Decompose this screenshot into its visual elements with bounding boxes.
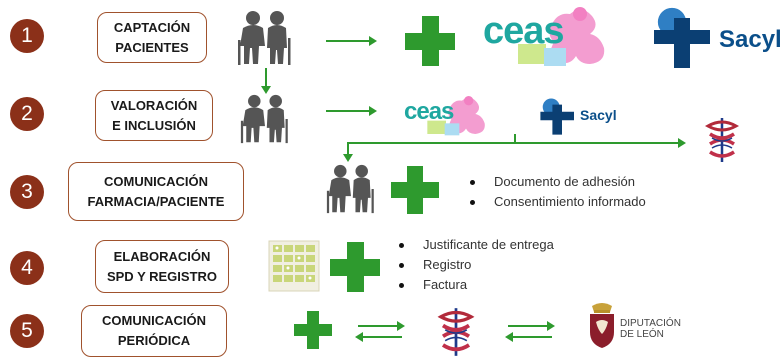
sacyl-logo <box>654 7 710 68</box>
step-label-elaboracion: ELABORACIÓN SPD Y REGISTRO <box>95 240 229 293</box>
arrow-right <box>326 36 377 46</box>
pharmacy-cross-icon <box>294 311 332 349</box>
step-label-valoracion: VALORACIÓN E INCLUSIÓN <box>95 90 213 141</box>
arrow-left <box>505 332 552 342</box>
step4-list: Justificante de entrega Registro Factura <box>397 235 554 295</box>
arrow-to-pharmacist <box>347 138 686 148</box>
ceas-logo <box>518 7 605 66</box>
list-item: Justificante de entrega <box>397 235 554 255</box>
step-label-comunicacion-farmacia: COMUNICACIÓN FARMACIA/PACIENTE <box>68 162 244 221</box>
step-number-1: 1 <box>10 19 44 53</box>
step-number-3: 3 <box>10 175 44 209</box>
step3-list: Documento de adhesión Consentimiento inf… <box>468 172 646 212</box>
ceas-logo <box>427 96 485 136</box>
step-number-2: 2 <box>10 97 44 131</box>
pharmacy-cross-icon <box>405 16 455 66</box>
sacyl-wordmark: Sacyl <box>580 107 617 123</box>
step-label-captacion: CAPTACIÓN PACIENTES <box>97 12 207 63</box>
elderly-couple-icon <box>238 11 291 65</box>
arrow-left <box>355 332 402 342</box>
pharmacy-cross-icon <box>391 166 439 214</box>
list-item: Consentimiento informado <box>468 192 646 212</box>
list-item: Documento de adhesión <box>468 172 646 192</box>
diputacion-leon-wordmark: DIPUTACIÓN DE LEÓN <box>620 318 681 340</box>
sacyl-logo <box>540 98 574 135</box>
arrow-right <box>508 321 555 331</box>
sacyl-wordmark: Sacyl <box>719 26 782 53</box>
diputacion-leon-logo <box>590 303 614 348</box>
list-item: Registro <box>397 255 554 275</box>
ceas-wordmark: ceas <box>404 98 454 125</box>
spd-blister-icon <box>268 240 320 292</box>
pharmacy-cross-icon <box>330 242 380 292</box>
step-label-comunicacion-periodica: COMUNICACIÓN PERIÓDICA <box>81 305 227 357</box>
arrow-right <box>358 321 405 331</box>
elderly-couple-icon <box>326 164 374 214</box>
arrow-down-line <box>347 142 349 156</box>
pharmacist-symbol-icon <box>704 118 740 162</box>
step-number-5: 5 <box>10 314 44 348</box>
arrow-down-head <box>343 154 353 162</box>
elderly-couple-icon <box>240 94 288 144</box>
arrow-down-head <box>261 86 271 94</box>
connector-line <box>514 134 516 142</box>
ceas-wordmark: ceas <box>483 10 565 52</box>
pharmacist-symbol-icon <box>437 308 475 356</box>
arrow-right <box>326 106 377 116</box>
list-item: Factura <box>397 275 554 295</box>
arrow-down-line <box>265 68 267 88</box>
step-number-4: 4 <box>10 251 44 285</box>
